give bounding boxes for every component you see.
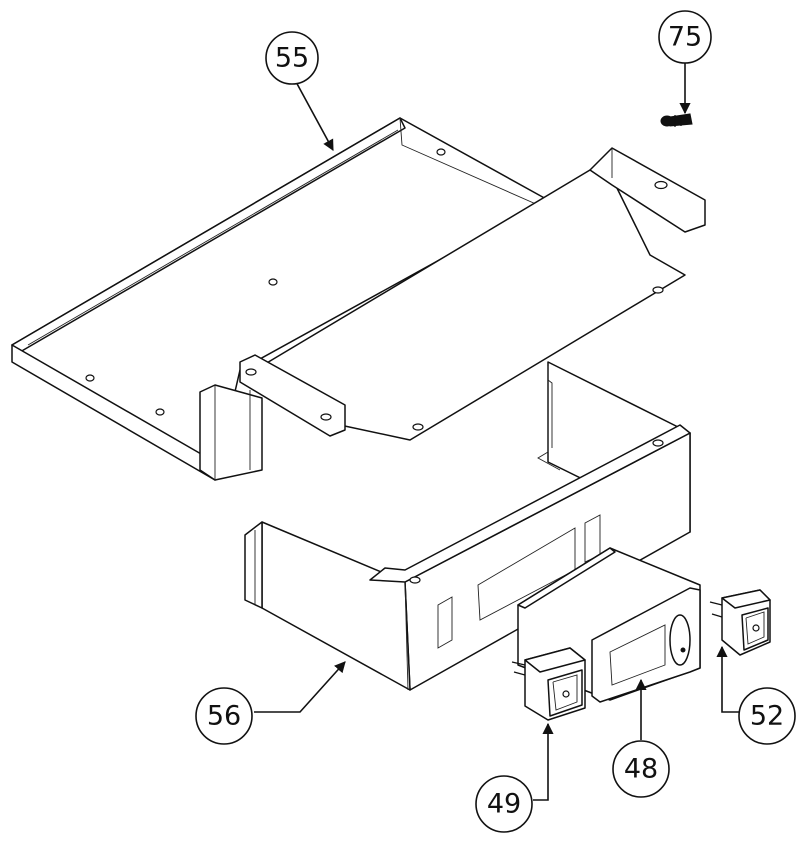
callout-56-label: 56 bbox=[207, 701, 241, 732]
leader-lines bbox=[254, 58, 740, 801]
callout-56: 56 bbox=[195, 687, 253, 745]
callout-75-label: 75 bbox=[668, 22, 702, 53]
callout-48: 48 bbox=[612, 740, 670, 798]
callout-49: 49 bbox=[475, 775, 533, 833]
leader-55 bbox=[294, 79, 334, 151]
callout-55: 55 bbox=[265, 31, 319, 85]
callout-48-label: 48 bbox=[624, 754, 658, 785]
screw-part-75 bbox=[660, 113, 693, 127]
callout-75: 75 bbox=[658, 10, 712, 64]
switch-part-49 bbox=[511, 647, 586, 721]
bracket-plate-part-55 bbox=[239, 147, 706, 441]
callout-49-label: 49 bbox=[487, 789, 521, 820]
callout-55-label: 55 bbox=[275, 43, 309, 74]
leader-49 bbox=[533, 722, 554, 801]
switch-part-52 bbox=[709, 589, 771, 656]
callout-52-label: 52 bbox=[750, 701, 784, 732]
leader-52 bbox=[716, 645, 740, 713]
callout-52: 52 bbox=[738, 687, 796, 745]
leader-56 bbox=[254, 661, 346, 713]
upper-tray-part-55 bbox=[11, 117, 549, 481]
